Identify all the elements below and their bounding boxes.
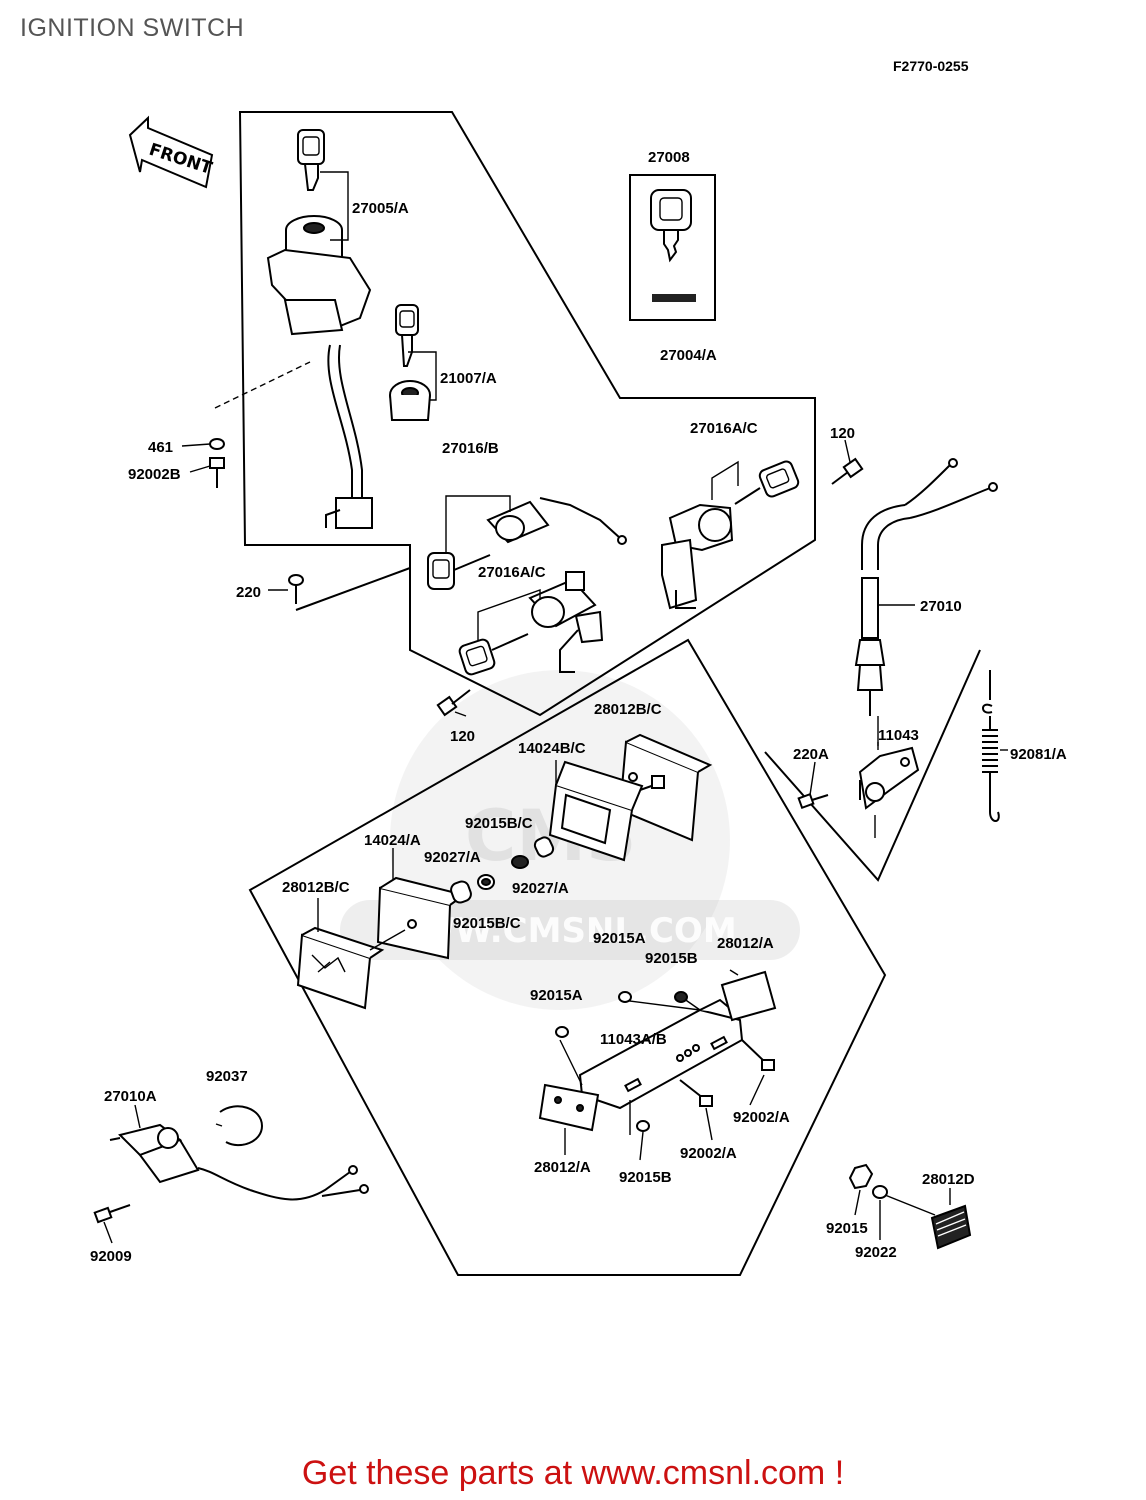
lock-27016ac-right bbox=[661, 460, 800, 610]
reflector-28012a-right bbox=[720, 970, 777, 1022]
screw-92009 bbox=[93, 1204, 131, 1224]
bolt-120-top bbox=[831, 457, 864, 485]
spring-92081a bbox=[982, 670, 1000, 822]
key-card-27008 bbox=[629, 174, 716, 321]
lens-28012bc-top bbox=[618, 733, 713, 842]
nut-92015a-top bbox=[618, 991, 632, 1003]
figure-code: F2770-0255 bbox=[893, 58, 969, 74]
clip-92037 bbox=[215, 1105, 264, 1147]
socket-92027a-left bbox=[450, 880, 472, 904]
assembly-boundary-lower bbox=[248, 638, 887, 1276]
label-27005a: 27005/A bbox=[352, 200, 409, 217]
label-220: 220 bbox=[236, 584, 261, 601]
parts-diagram: CMS WWW.CMSNL.COM FRONT bbox=[90, 111, 1067, 1276]
label-92022: 92022 bbox=[855, 1244, 897, 1261]
front-arrow: FRONT bbox=[128, 115, 215, 189]
page-title: IGNITION SWITCH bbox=[20, 14, 245, 42]
nut-92015b-top bbox=[674, 991, 688, 1003]
lock-27016ac-mid bbox=[458, 571, 604, 676]
label-120-top: 120 bbox=[830, 425, 855, 442]
label-92009: 92009 bbox=[90, 1248, 132, 1265]
label-92002a-right: 92002/A bbox=[733, 1109, 790, 1126]
label-27010a: 27010A bbox=[104, 1088, 157, 1105]
label-92015b-top: 92015B bbox=[645, 950, 698, 967]
label-28012bc-top: 28012B/C bbox=[594, 701, 662, 718]
assembly-boundary-upper bbox=[238, 111, 816, 717]
bracket-11043 bbox=[858, 746, 920, 810]
label-28012a-right: 28012/A bbox=[717, 935, 774, 952]
washer-461 bbox=[209, 438, 225, 450]
label-92015bc-bottom: 92015B/C bbox=[453, 915, 521, 932]
label-27016ac-right: 27016A/C bbox=[690, 420, 758, 437]
nut-92015 bbox=[848, 1163, 874, 1190]
bulb-92015bc-bottom bbox=[477, 874, 495, 890]
ignition-switch-27005 bbox=[266, 129, 373, 529]
label-92002b: 92002B bbox=[128, 466, 181, 483]
label-28012a-bottom: 28012/A bbox=[534, 1159, 591, 1176]
label-220a: 220A bbox=[793, 746, 829, 763]
screw-220 bbox=[288, 574, 304, 604]
label-92027a-left: 92027/A bbox=[424, 849, 481, 866]
label-27016b: 27016/B bbox=[442, 440, 499, 457]
label-28012d: 28012D bbox=[922, 1171, 975, 1188]
label-120-bottom: 120 bbox=[450, 728, 475, 745]
label-14024bc: 14024B/C bbox=[518, 740, 586, 757]
housing-14024a bbox=[376, 876, 467, 960]
lock-27016b bbox=[427, 497, 627, 590]
label-92015b-bottom: 92015B bbox=[619, 1169, 672, 1186]
lock-21007 bbox=[389, 304, 431, 421]
label-461: 461 bbox=[148, 439, 173, 456]
label-28012bc-left: 28012B/C bbox=[282, 879, 350, 896]
screw-92002a-right bbox=[741, 1039, 775, 1071]
bracket-11043ab bbox=[578, 998, 744, 1110]
label-14024a: 14024/A bbox=[364, 832, 421, 849]
label-92015a-top: 92015A bbox=[593, 930, 646, 947]
label-92015bc-top: 92015B/C bbox=[465, 815, 533, 832]
bolt-92002b bbox=[209, 457, 225, 488]
reflector-28012d bbox=[930, 1204, 972, 1250]
label-27010: 27010 bbox=[920, 598, 962, 615]
label-21007a: 21007/A bbox=[440, 370, 497, 387]
nut-92015b-bottom bbox=[629, 1100, 650, 1135]
label-92015a-left: 92015A bbox=[530, 987, 583, 1004]
housing-14024bc bbox=[548, 760, 665, 862]
reflector-28012a-bottom bbox=[538, 1083, 600, 1132]
label-92002a-bottom: 92002/A bbox=[680, 1145, 737, 1162]
bolt-120-bottom bbox=[436, 689, 471, 717]
label-92081a: 92081/A bbox=[1010, 746, 1067, 763]
label-11043ab: 11043A/B bbox=[600, 1031, 667, 1048]
label-27004a: 27004/A bbox=[660, 347, 717, 364]
label-92015: 92015 bbox=[826, 1220, 868, 1237]
cable-27010 bbox=[854, 458, 998, 716]
socket-92027a-right bbox=[533, 836, 555, 858]
label-27008: 27008 bbox=[648, 149, 690, 166]
screw-220a bbox=[797, 792, 829, 810]
bulb-92015bc-top bbox=[511, 855, 529, 869]
switch-27010a bbox=[109, 1123, 369, 1201]
label-92037: 92037 bbox=[206, 1068, 248, 1085]
label-27016ac-mid: 27016A/C bbox=[478, 564, 546, 581]
nut-92015a-left bbox=[555, 1026, 569, 1038]
label-11043: 11043 bbox=[878, 727, 919, 744]
washer-92022 bbox=[872, 1185, 888, 1199]
screw-92002a-bottom bbox=[679, 1079, 713, 1107]
lens-28012bc-left bbox=[296, 926, 385, 1010]
label-92027a-right: 92027/A bbox=[512, 880, 569, 897]
footer-promo-link[interactable]: Get these parts at www.cmsnl.com ! bbox=[301, 1454, 845, 1492]
